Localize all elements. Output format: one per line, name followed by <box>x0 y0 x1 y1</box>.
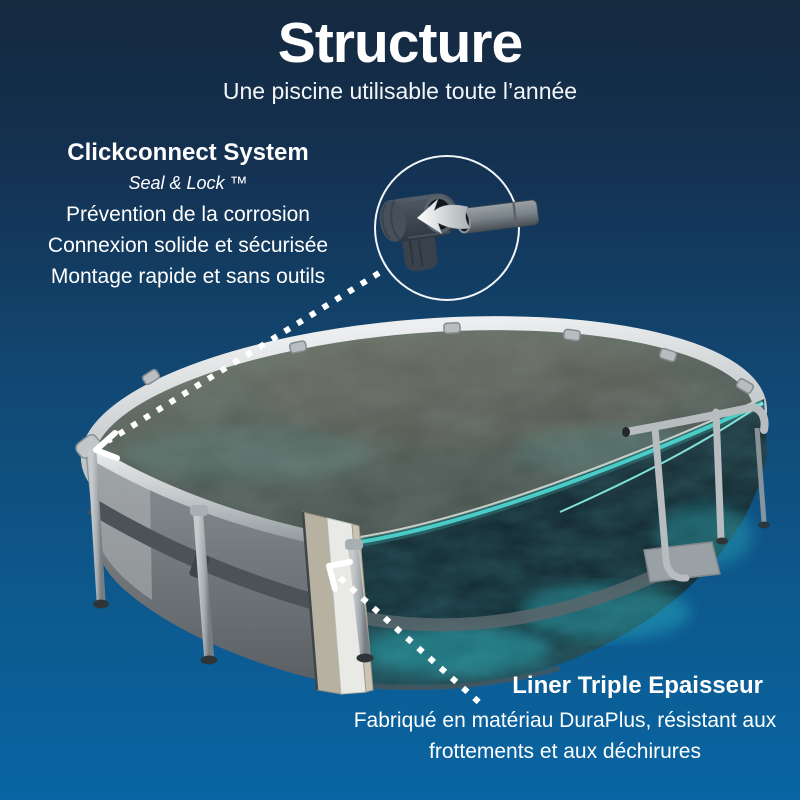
feature-clickconnect-line: Montage rapide et sans outils <box>50 265 326 288</box>
feature-liner-description: Fabriqué en matériau DuraPlus, résistant… <box>335 705 795 767</box>
rail-joints <box>141 321 755 394</box>
connector-circle-inset <box>374 155 540 301</box>
water-surface <box>94 330 754 538</box>
page-title: Structure <box>277 11 523 75</box>
arrowhead-icon <box>326 559 353 592</box>
pool <box>75 316 770 695</box>
dotted-arrow-liner <box>326 559 483 707</box>
feature-liner-line: Fabriqué en matériau DuraPlus, résistant… <box>353 709 777 732</box>
feature-clickconnect-heading: Clickconnect System <box>67 139 309 166</box>
frame-tube-icon <box>455 199 540 234</box>
waterline <box>353 397 766 548</box>
dotted-arrow-clickconnect <box>93 270 381 461</box>
feature-clickconnect-subheading: Seal & Lock ™ <box>128 173 248 193</box>
t-connector-icon <box>379 193 458 272</box>
insert-arrow-icon <box>416 198 471 235</box>
feature-clickconnect: Clickconnect System Seal & Lock ™ Préven… <box>8 139 368 292</box>
feature-liner-heading: Liner Triple Epaisseur <box>512 672 763 699</box>
feature-clickconnect-line: Connexion solide et sécurisée <box>47 234 329 257</box>
pool-ladder <box>622 402 769 583</box>
pool-legs <box>87 427 770 665</box>
feature-liner-line: frottements et aux déchirures <box>429 740 701 763</box>
feature-clickconnect-line: Prévention de la corrosion <box>66 203 310 226</box>
arrowhead-icon <box>93 430 120 461</box>
page-subtitle: Une piscine utilisable toute l’année <box>222 78 578 104</box>
